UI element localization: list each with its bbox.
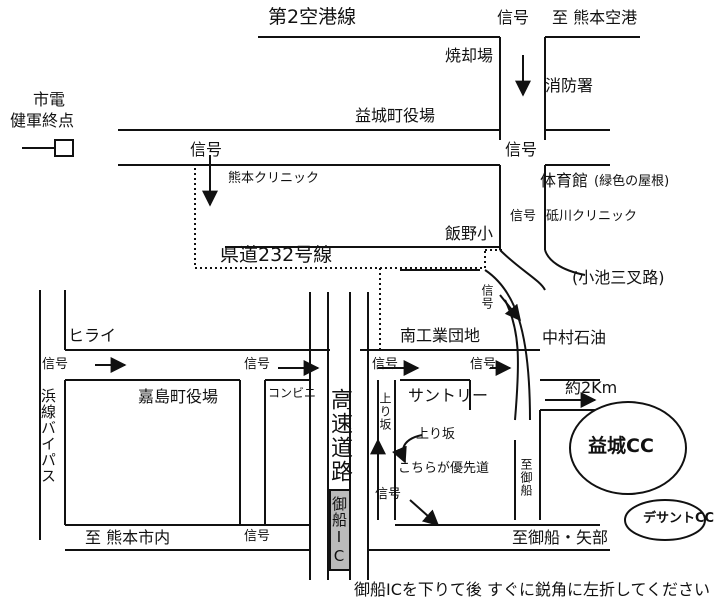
hamasen-bypass-label: 浜線バイパス: [39, 388, 57, 484]
desantcc-label: デサントCC: [643, 511, 715, 526]
route-2-airport-label: 第2空港線: [268, 6, 357, 28]
mifune-ic-label: 御船IC: [330, 496, 348, 566]
fire-station-label: 消防署: [545, 76, 594, 95]
uphill-label-2: 上り坂: [416, 427, 456, 442]
signal-label: 信号: [480, 284, 494, 310]
signal-label: 信号: [510, 209, 537, 224]
to-kumamoto-airport-label: 至 熊本空港: [552, 8, 638, 27]
streetcar-terminus-label-2: 健軍終点: [10, 111, 75, 130]
incinerator-label: 焼却場: [445, 46, 494, 65]
signal-label: 信号: [244, 529, 271, 544]
to-mifune-label: 至御船: [519, 458, 533, 497]
signal-label: 信号: [42, 357, 69, 372]
footer-note: 御船ICを下りて後 すぐに鋭角に左折してください: [354, 580, 711, 599]
signal-label: 信号: [372, 357, 399, 372]
convenience-store-label: コンビニ: [268, 386, 317, 400]
kashima-town-hall-label: 嘉島町役場: [138, 387, 219, 406]
koike-junction-label: (小池三叉路): [572, 268, 665, 287]
signal-label: 信号: [375, 487, 402, 502]
gymnasium-label: 体育館: [540, 171, 589, 190]
gymnasium-note-label: (緑色の屋根): [594, 174, 670, 189]
signal-label: 信号: [470, 357, 497, 372]
to-kumamoto-city-label: 至 熊本市内: [85, 528, 171, 547]
kumamoto-clinic-label: 熊本クリニック: [228, 171, 320, 186]
uphill-label: 上り坂: [378, 392, 392, 431]
to-mifune-yabe-label: 至御船・矢部: [512, 528, 609, 547]
signal-label: 信号: [497, 8, 530, 27]
about-2km-label: 約2Km: [565, 378, 618, 397]
streetcar-terminus-label: 市電: [33, 90, 66, 109]
mashiki-cc-label: 益城CC: [588, 435, 654, 457]
hirai-label: ヒライ: [68, 326, 117, 345]
prefectural-road-label: 県道232号線: [220, 244, 333, 266]
mashiki-town-hall-label: 益城町役場: [355, 106, 436, 125]
iino-elementary-label: 飯野小: [445, 224, 494, 243]
minami-industrial-label: 南工業団地: [400, 326, 481, 345]
expressway-label: 高速道路: [327, 388, 352, 484]
signal-label: 信号: [190, 140, 223, 159]
suntory-label: サントリー: [408, 386, 489, 405]
priority-notice-label: こちらが優先道: [398, 461, 490, 476]
signal-label: 信号: [505, 140, 538, 159]
nakamura-oil-label: 中村石油: [542, 328, 607, 347]
signal-label: 信号: [244, 357, 271, 372]
togawa-clinic-label: 砥川クリニック: [546, 209, 638, 224]
